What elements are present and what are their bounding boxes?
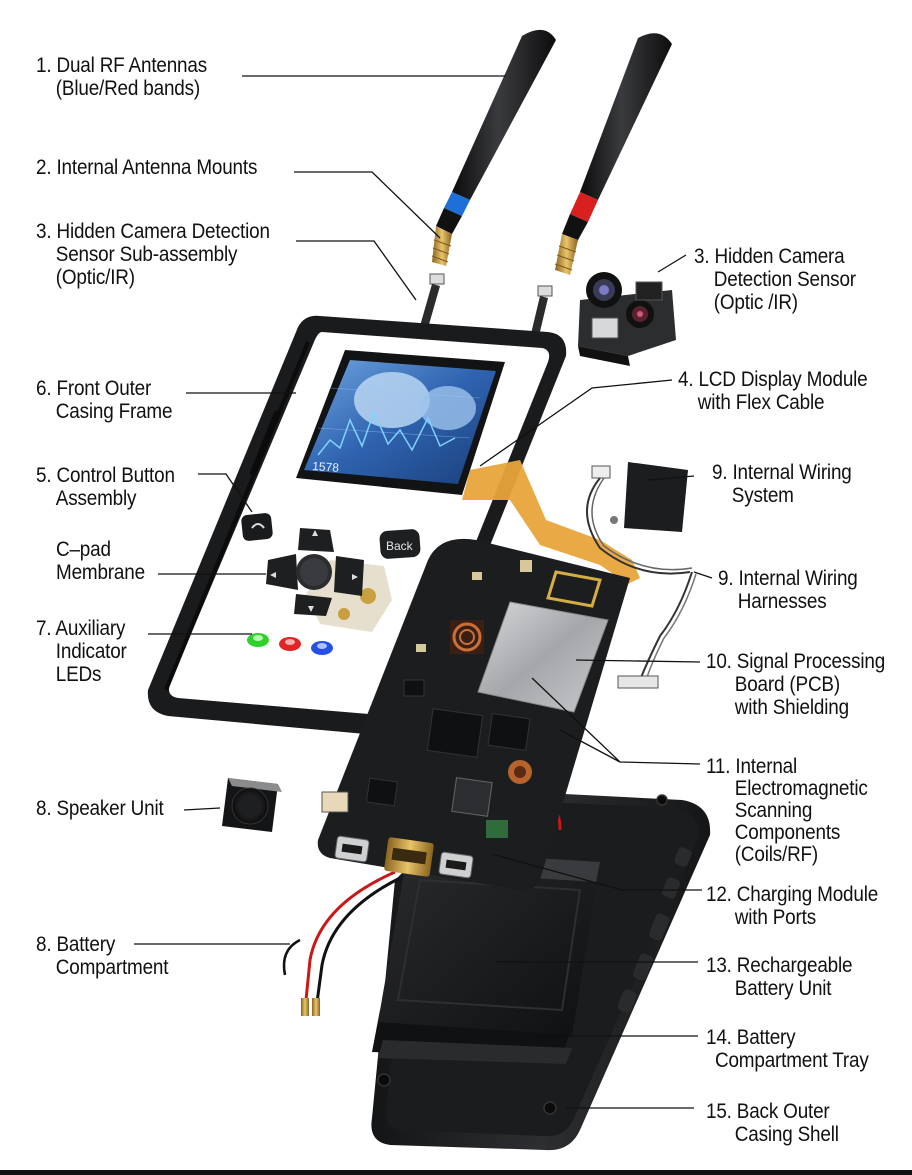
auxiliary-indicator-leds [247,633,333,655]
label-charging-module: 12. Charging Module with Ports [706,883,879,929]
em-scanning-coil [450,620,532,784]
label-auxiliary-indicator-leds: 7. Auxiliary Indicator LEDs [36,617,127,686]
label-lcd-display-module: 4. LCD Display Module with Flex Cable [678,368,868,414]
leader-lines [134,75,713,1109]
label-camera-sensor: 3. Hidden Camera Detection Sensor (Optic… [694,245,856,314]
internal-wiring-harnesses [617,571,697,689]
label-internal-wiring-system: 9. Internal Wiring System [712,461,852,507]
charging-module-ports [334,835,474,879]
hidden-camera-sensor [578,272,676,366]
label-internal-wiring-harnesses: 9. Internal Wiring Harnesses [718,567,858,613]
back-button-label: Back [386,539,414,553]
label-battery-tray: 14. Battery Compartment Tray [706,1026,869,1072]
internal-antenna-mounts [420,273,553,340]
label-dual-rf-antennas: 1. Dual RF Antennas (Blue/Red bands) [36,54,207,100]
label-control-button-assembly: 5. Control Button Assembly [36,464,175,510]
internal-wiring-system [586,462,693,575]
speaker-unit [222,778,282,832]
screen-readout: 1578 [312,459,340,475]
rf-shield-can [477,601,609,713]
antenna-right [554,33,672,275]
label-rechargeable-battery: 13. Rechargeable Battery Unit [706,954,853,1000]
back-button: Back [379,529,421,559]
control-button-assembly: Back [241,513,421,632]
label-em-scanning-components: 11. Internal Electromagnetic Scanning Co… [706,755,868,866]
label-speaker-unit: 8. Speaker Unit [36,797,164,820]
label-camera-sensor-subassembly: 3. Hidden Camera Detection Sensor Sub-as… [36,220,270,289]
label-back-outer-casing: 15. Back Outer Casing Shell [706,1100,839,1146]
label-front-outer-casing: 6. Front Outer Casing Frame [36,377,173,423]
dual-rf-antennas [431,29,672,275]
lcd-display-module: 1578 [296,350,640,584]
label-c-pad-membrane: C–pad Membrane [56,538,145,584]
signal-processing-board [317,538,630,891]
label-internal-antenna-mounts: 2. Internal Antenna Mounts [36,156,258,179]
antenna-left [431,29,556,266]
label-battery-compartment: 8. Battery Compartment [36,933,169,979]
d-pad [266,528,364,616]
bottom-border [0,1170,912,1175]
label-signal-processing-board: 10. Signal Processing Board (PCB) with S… [706,650,886,719]
